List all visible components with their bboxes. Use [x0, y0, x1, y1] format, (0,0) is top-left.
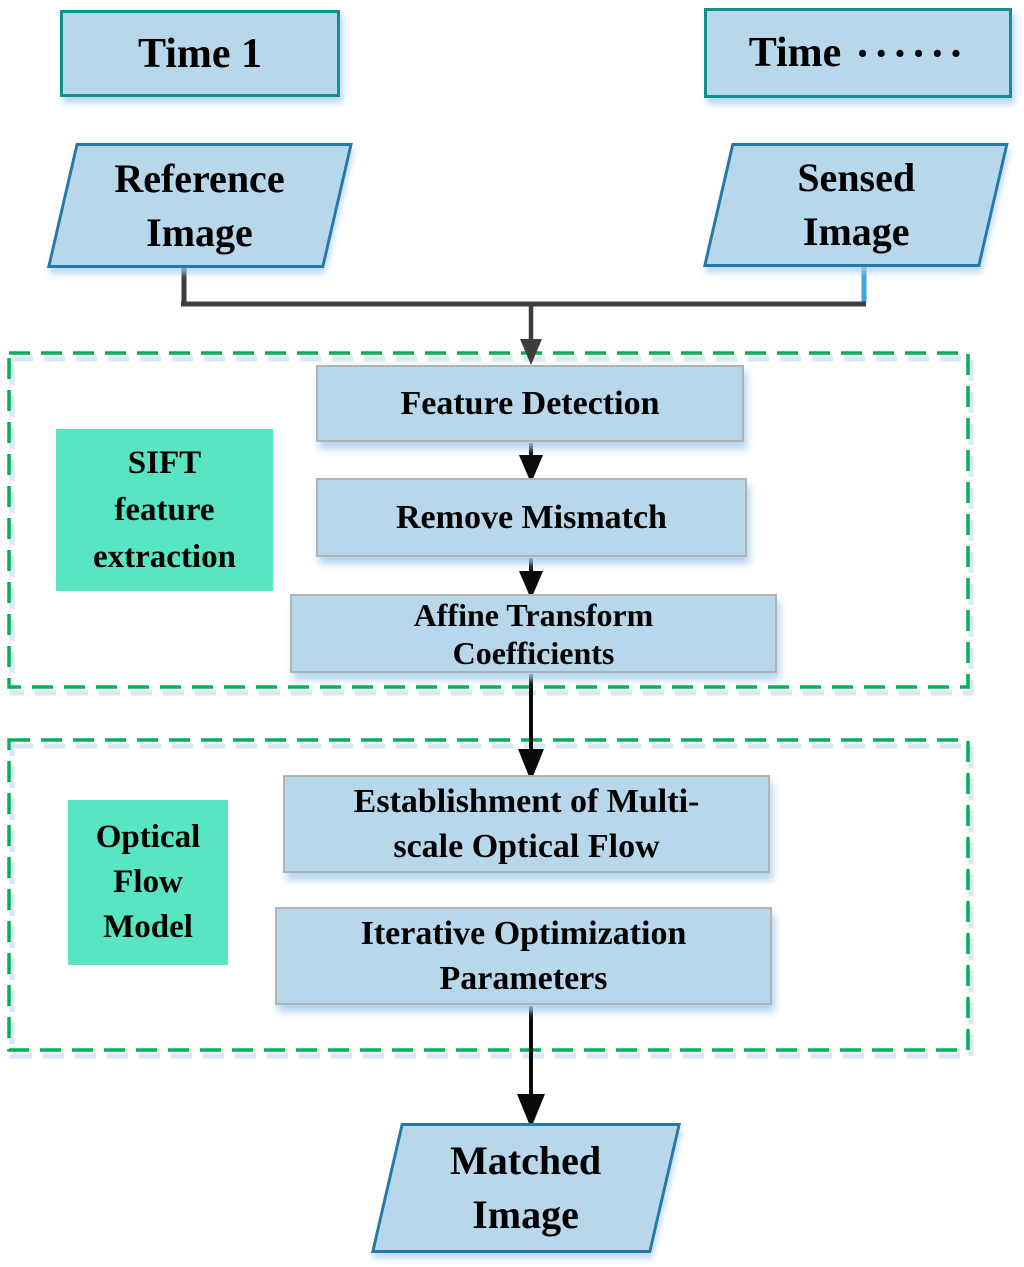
step-establishment-optical-flow: Establishment of Multi- scale Optical Fl…: [283, 775, 770, 873]
merge-connector: [181, 265, 867, 344]
sensed-image-node: Sensed Image: [703, 143, 1009, 267]
time1-box: Time 1: [60, 10, 340, 97]
sensed-image-label: Sensed Image: [796, 155, 915, 254]
arrowhead-matched: [517, 1094, 545, 1129]
arrowhead-establishment: [518, 749, 544, 782]
sift-group-label: SIFT feature extraction: [56, 429, 273, 591]
step-remove-mismatch: Remove Mismatch: [316, 478, 747, 557]
time1-label: Time 1: [137, 30, 263, 77]
step-iterative-optimization: Iterative Optimization Parameters: [275, 907, 772, 1005]
step-affine-transform-label: Affine Transform Coefficients: [413, 596, 654, 671]
arrowhead-affine: [518, 571, 544, 600]
step-remove-mismatch-label: Remove Mismatch: [396, 498, 667, 536]
sift-group-dashed-border: [7, 351, 970, 689]
time-n-box: Time ······: [704, 8, 1012, 98]
optical-flow-group-dashed-border: [7, 738, 970, 1052]
matched-image-label: Matched Image: [450, 1138, 602, 1237]
reference-image-node: Reference Image: [47, 143, 353, 268]
dashed-border-shadows: [9, 356, 974, 1059]
sift-group-label-text: SIFT feature extraction: [93, 444, 236, 575]
time-n-label: Time: [748, 30, 842, 76]
step-feature-detection-label: Feature Detection: [400, 384, 660, 422]
step-arrows: [517, 443, 545, 1129]
step-establishment-optical-flow-label: Establishment of Multi- scale Optical Fl…: [353, 783, 700, 865]
optical-flow-group-label-text: Optical Flow Model: [95, 819, 201, 945]
arrowhead-remove: [518, 455, 544, 484]
step-iterative-optimization-label: Iterative Optimization Parameters: [360, 915, 687, 997]
optical-flow-group-label: Optical Flow Model: [68, 800, 228, 965]
reference-image-label: Reference Image: [114, 155, 286, 255]
step-feature-detection: Feature Detection: [316, 365, 744, 442]
arrowhead-into-feature-detection: [520, 339, 542, 365]
matched-image-node: Matched Image: [371, 1123, 682, 1253]
step-affine-transform: Affine Transform Coefficients: [290, 594, 777, 673]
ellipsis-dots: ······: [855, 28, 968, 78]
